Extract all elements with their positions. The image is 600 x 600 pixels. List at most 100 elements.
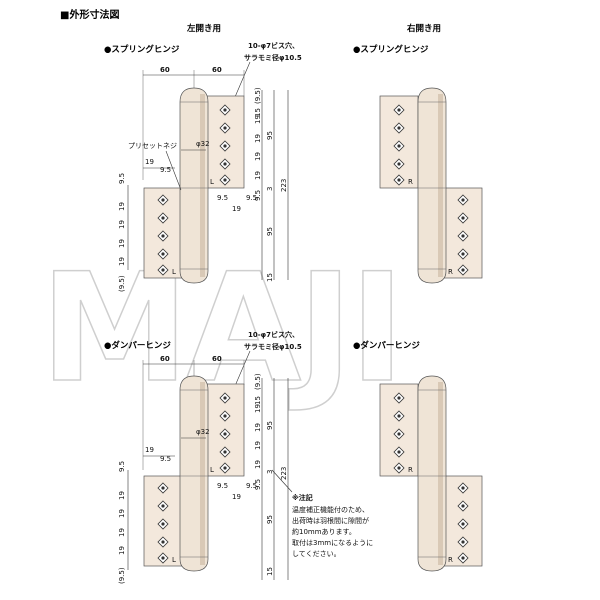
svg-text:15: 15	[266, 273, 274, 282]
screw-hole-icon	[157, 552, 169, 564]
note-line-2: 出荷時は羽根間に隙間が	[292, 516, 369, 525]
left-dimensions-damper: 9.5 19 19 19 19 (9.5) 19 9.5	[118, 446, 175, 584]
svg-text:19: 19	[254, 423, 262, 432]
svg-text:19: 19	[118, 239, 126, 248]
svg-text:95: 95	[266, 131, 274, 140]
svg-text:19: 19	[118, 202, 126, 211]
screw-hole-icon	[457, 230, 469, 242]
svg-text:19: 19	[118, 546, 126, 555]
section-title-damper-right: ●ダンパーヒンジ	[353, 340, 420, 351]
note-block: ※注記 温度補正機能付のため、 出荷時は羽根間に隙間が 約10mmあります。 取…	[271, 469, 373, 558]
svg-text:(9.5): (9.5)	[254, 87, 262, 104]
screw-hole-icon	[457, 194, 469, 206]
screw-hole-icon	[219, 428, 231, 440]
svg-text:15: 15	[254, 396, 262, 405]
screw-hole-icon	[157, 248, 169, 260]
svg-text:19: 19	[254, 171, 262, 180]
screw-hole-icon	[219, 462, 231, 474]
damper-hinge-left: LL	[143, 375, 245, 572]
svg-text:3: 3	[266, 187, 274, 191]
svg-text:223: 223	[280, 467, 288, 480]
section-title-spring-left: ●スプリングヒンジ	[104, 44, 180, 55]
right-dimensions-damper: (9.5) 15 19 19 19 19 95 3 9.5 95 15 223 …	[181, 373, 289, 580]
svg-text:19: 19	[232, 205, 241, 213]
note-title: ※注記	[292, 493, 313, 502]
svg-text:(9.5): (9.5)	[118, 275, 126, 292]
screw-hole-icon	[393, 446, 405, 458]
screw-hole-icon	[457, 518, 469, 530]
svg-text:19: 19	[118, 528, 126, 537]
diameter-label-damper: φ32	[196, 428, 210, 436]
svg-text:9.5: 9.5	[254, 479, 262, 490]
screw-hole-icon	[157, 264, 169, 276]
side-mark: R	[408, 178, 413, 186]
side-mark: L	[172, 556, 176, 564]
dim-top-60-c: 60	[160, 355, 170, 363]
side-mark: L	[210, 178, 214, 186]
right-dimensions-spring: (9.5) 15 19 19 19 19 95 3 9.5 95 15 223 …	[181, 87, 289, 282]
diameter-label-spring: φ32	[196, 140, 210, 148]
dim-top-60-b: 60	[212, 66, 222, 74]
screw-hole-icon	[393, 122, 405, 134]
dim-top-60-a: 60	[160, 66, 170, 74]
hole-spec-bottom-1: 10-φ7ビス穴、	[248, 330, 299, 339]
svg-text:19: 19	[254, 441, 262, 450]
spring-hinge-right: RR	[379, 87, 483, 284]
screw-hole-icon	[157, 500, 169, 512]
svg-text:19: 19	[254, 134, 262, 143]
svg-text:9.5: 9.5	[246, 482, 257, 490]
svg-text:223: 223	[280, 179, 288, 192]
svg-text:9.5: 9.5	[217, 194, 228, 202]
svg-text:3: 3	[266, 470, 274, 474]
svg-text:19: 19	[254, 460, 262, 469]
hole-spec-top-1: 10-φ7ビス穴、	[248, 41, 299, 50]
note-line-5: してください。	[292, 550, 341, 558]
screw-hole-icon	[219, 104, 231, 116]
svg-text:(9.5): (9.5)	[254, 373, 262, 390]
svg-text:9.5: 9.5	[217, 482, 228, 490]
screw-hole-icon	[219, 446, 231, 458]
svg-text:19: 19	[118, 509, 126, 518]
screw-hole-icon	[457, 552, 469, 564]
screw-hole-icon	[219, 174, 231, 186]
hole-spec-top-2: サラモミ径φ10.5	[244, 53, 302, 62]
svg-text:9.5: 9.5	[118, 461, 126, 472]
svg-text:9.5: 9.5	[254, 190, 262, 201]
screw-hole-icon	[157, 194, 169, 206]
screw-hole-icon	[219, 158, 231, 170]
screw-hole-icon	[219, 122, 231, 134]
dim-top-60-d: 60	[212, 355, 222, 363]
screw-hole-icon	[219, 392, 231, 404]
svg-text:19: 19	[145, 446, 154, 454]
screw-hole-icon	[457, 500, 469, 512]
svg-text:19: 19	[254, 115, 262, 124]
note-line-4: 取付は3mmになるように	[292, 538, 373, 547]
svg-text:19: 19	[232, 493, 241, 501]
hole-spec-bottom-2: サラモミ径φ10.5	[244, 342, 302, 351]
screw-hole-icon	[457, 248, 469, 260]
screw-hole-icon	[457, 264, 469, 276]
page-heading: ■外形寸法図	[60, 8, 119, 21]
section-title-damper-left: ●ダンパーヒンジ	[104, 340, 171, 351]
svg-text:95: 95	[266, 421, 274, 430]
screw-hole-icon	[393, 158, 405, 170]
svg-text:15: 15	[266, 567, 274, 576]
side-mark: L	[172, 268, 176, 276]
screw-hole-icon	[393, 104, 405, 116]
svg-text:19: 19	[254, 152, 262, 161]
side-mark: R	[448, 268, 453, 276]
svg-text:19: 19	[118, 257, 126, 266]
screw-hole-icon	[393, 392, 405, 404]
screw-hole-icon	[393, 140, 405, 152]
screw-hole-icon	[457, 212, 469, 224]
note-line-3: 約10mmあります。	[292, 527, 356, 536]
svg-text:(9.5): (9.5)	[118, 567, 126, 584]
svg-text:95: 95	[266, 227, 274, 236]
column-title-right: 右開き用	[406, 23, 441, 34]
screw-hole-icon	[393, 462, 405, 474]
svg-text:19: 19	[254, 404, 262, 413]
spring-hinge-left: LL	[143, 87, 245, 284]
screw-hole-icon	[157, 230, 169, 242]
